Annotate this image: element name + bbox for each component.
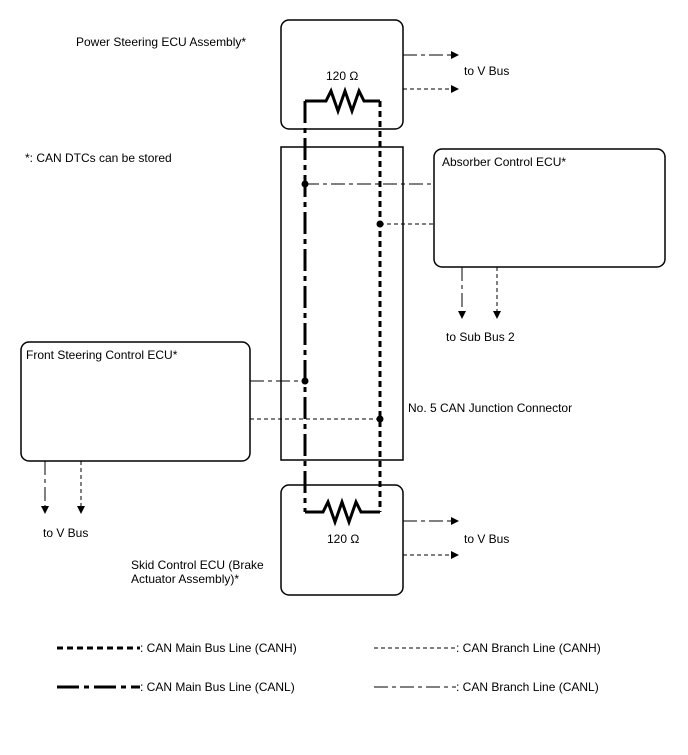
legend-branch-canh-label: : CAN Branch Line (CANH) <box>456 641 601 655</box>
junction-dot <box>376 220 384 228</box>
resistor-bottom <box>305 497 380 527</box>
to-v-bus-bottom-label: to V Bus <box>464 532 510 546</box>
to-v-bus-left-label: to V Bus <box>43 526 89 540</box>
power-steering-ecu-box <box>280 19 404 130</box>
resistor-top <box>305 86 380 116</box>
skid-control-ecu-label: Skid Control ECU (Brake Actuator Assembl… <box>131 558 264 586</box>
dtc-note: *: CAN DTCs can be stored <box>25 151 172 165</box>
to-sub-bus-2-label: to Sub Bus 2 <box>446 330 515 344</box>
front-steering-ecu-label: Front Steering Control ECU* <box>26 348 178 362</box>
resistor-top-label: 120 Ω <box>326 69 359 83</box>
junction-dot <box>376 415 384 423</box>
front-steering-ecu-box <box>20 341 251 462</box>
resistor-bottom-label: 120 Ω <box>327 532 360 546</box>
legend-branch-canl-label: : CAN Branch Line (CANL) <box>456 680 599 694</box>
junction-connector-box <box>280 146 404 461</box>
skid-control-ecu-box <box>280 484 404 596</box>
power-steering-ecu-label: Power Steering ECU Assembly* <box>76 35 247 49</box>
junction-connector-label: No. 5 CAN Junction Connector <box>408 401 573 415</box>
legend-main-canh-label: : CAN Main Bus Line (CANH) <box>140 641 297 655</box>
absorber-ecu-box <box>433 148 666 268</box>
junction-dot <box>301 180 309 188</box>
junction-dot <box>301 377 309 385</box>
legend-main-canl-label: : CAN Main Bus Line (CANL) <box>140 680 295 694</box>
to-v-bus-top-label: to V Bus <box>464 64 510 78</box>
absorber-ecu-label: Absorber Control ECU* <box>442 155 567 169</box>
